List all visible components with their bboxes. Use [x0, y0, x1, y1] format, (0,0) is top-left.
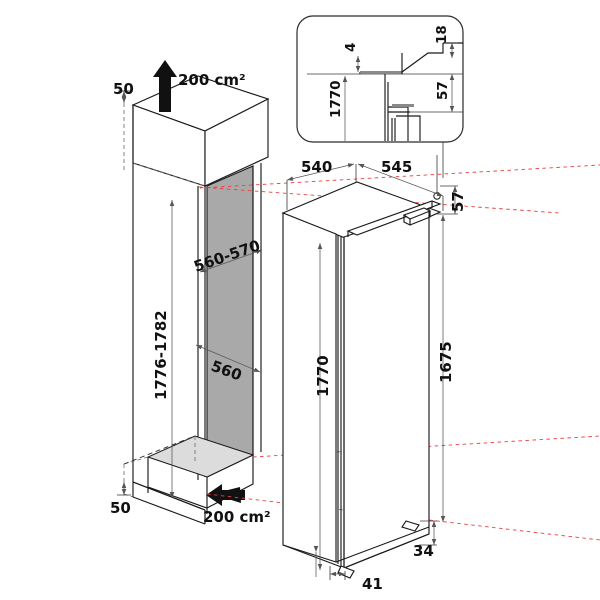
- label-appliance-top-offset: 57: [449, 191, 467, 212]
- label-foot-rear: 34: [413, 542, 434, 560]
- label-door-height: 1675: [437, 341, 455, 383]
- label-appliance-height: 1770: [314, 355, 332, 397]
- appliance-door-face: [343, 207, 430, 569]
- label-top-gap: 50: [113, 80, 134, 98]
- appliance-dimensions: [286, 163, 458, 580]
- label-appliance-top-right: 545: [381, 158, 412, 176]
- label-bottom-gap: 50: [110, 499, 131, 517]
- front-foot: [337, 565, 355, 579]
- cabinet-niche-group: [123, 60, 600, 541]
- top-airflow-arrow-icon: [153, 60, 177, 112]
- hinge-detail-callout: [296, 15, 464, 178]
- niche-back-panel: [206, 165, 254, 478]
- label-niche-height: 1776-1782: [152, 310, 170, 400]
- label-foot-front: 41: [362, 575, 383, 593]
- label-top-vent: 200 cm²: [178, 71, 246, 89]
- cabinet-top-vent-box: [131, 75, 270, 187]
- appliance-group: [281, 155, 442, 579]
- label-inset-height: 1770: [328, 80, 344, 118]
- label-appliance-top-left: 540: [301, 158, 332, 176]
- label-bottom-vent: 200 cm²: [203, 508, 271, 526]
- label-inset-gap: 4: [343, 43, 359, 52]
- label-inset-overlay: 18: [434, 25, 450, 44]
- alignment-guide-mid: [198, 186, 561, 214]
- cabinet-dimensions: [117, 90, 263, 498]
- rear-foot: [401, 520, 420, 532]
- label-inset-offset: 57: [435, 81, 451, 100]
- bottom-airflow-arrow-icon: [206, 484, 245, 506]
